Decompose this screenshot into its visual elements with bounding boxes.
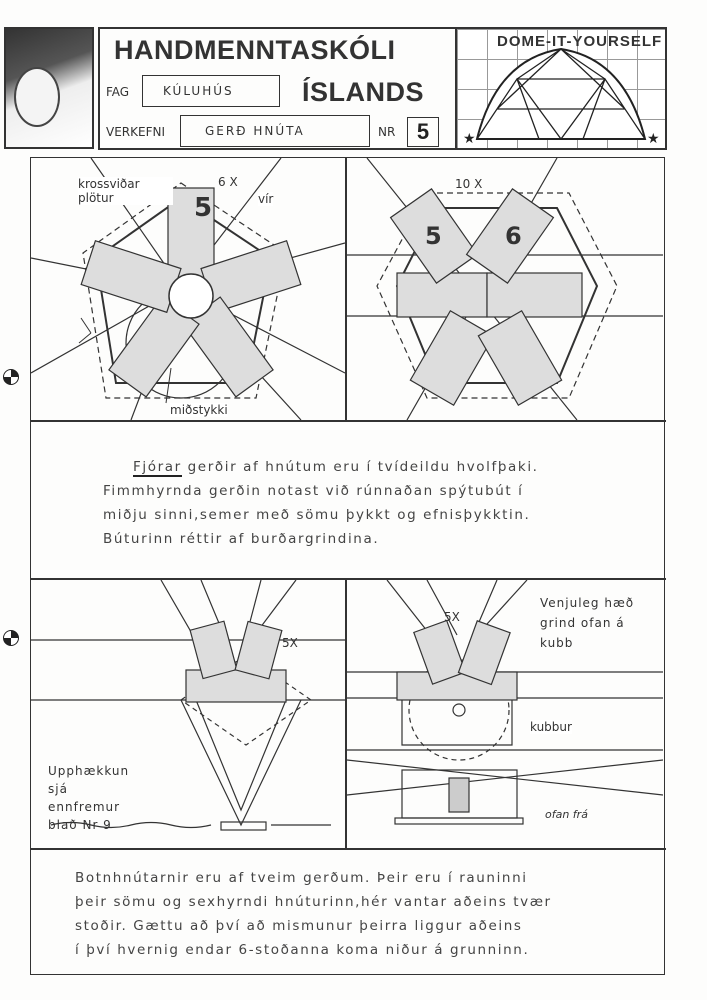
block-note: Venjuleg hæð grind ofan á kubb — [540, 596, 635, 650]
base-hub-block-diagram — [347, 580, 663, 825]
text-line: Búturinn réttir af burðargrindina. — [103, 531, 380, 547]
verkefni-field: GERÐ HNÚTA — [180, 115, 370, 147]
dome-icon: ★★ — [463, 47, 660, 147]
logo-text: DOME-IT-YOURSELF — [497, 33, 663, 50]
count-label: 5X — [282, 636, 298, 650]
divider — [345, 578, 347, 848]
strut-number: 6 — [505, 222, 522, 250]
count-label: 10 X — [455, 177, 483, 191]
verkefni-label: VERKEFNI — [106, 125, 165, 139]
nr-label: NR — [378, 125, 396, 139]
plates-label: krossviðar plötur — [78, 177, 173, 205]
head-drawing — [14, 67, 60, 127]
registration-mark — [3, 630, 19, 646]
underlined-word: Fjórar — [133, 459, 182, 477]
center-piece-label: miðstykki — [170, 403, 228, 417]
text-line: í því hvernig endar 6-stoðanna koma niðu… — [75, 942, 530, 958]
strut-number: 5 — [425, 222, 442, 250]
text-line: þeir sömu og sexhyrndi hnúturinn,hér van… — [75, 894, 552, 910]
svg-text:★: ★ — [463, 131, 476, 147]
divider — [30, 420, 666, 422]
divider — [30, 848, 666, 850]
count-label: 5X — [444, 610, 460, 624]
pentagon-hub-diagram — [31, 158, 345, 420]
dome-it-yourself-logo: ★★ DOME-IT-YOURSELF — [455, 27, 667, 150]
text-line: stoðir. Gættu að því að mismunur þeirra … — [75, 918, 523, 934]
fag-value: KÚLUHÚS — [163, 84, 234, 98]
divider — [30, 578, 666, 580]
paragraph-1: Fjórar gerðir af hnútum eru í tvídeildu … — [103, 455, 539, 551]
block-label: kubbur — [530, 720, 572, 734]
header-box: HANDMENNTASKÓLI FAG KÚLUHÚS ÍSLANDS VERK… — [98, 27, 457, 150]
raised-note: Upphækkun sjá ennfremur blað Nr 9 — [48, 764, 130, 832]
top-view-label: ofan frá — [545, 808, 588, 821]
text-line: Fimmhyrnda gerðin notast við rúnnaðan sp… — [103, 483, 524, 499]
paragraph-2: Botnhnútarnir eru af tveim gerðum. Þeir … — [75, 866, 552, 962]
main-frame — [30, 157, 665, 975]
svg-text:★: ★ — [647, 131, 660, 147]
text-line: miðju sinni,semer með sömu þykkt og efni… — [103, 507, 531, 523]
text-line: gerðir af hnútum eru í tvídeildu hvolfþa… — [181, 459, 539, 475]
school-name-line1: HANDMENNTASKÓLI — [114, 35, 396, 65]
verkefni-value: GERÐ HNÚTA — [205, 124, 305, 138]
wire-label: vír — [258, 192, 274, 206]
hexagon-hub-diagram — [347, 158, 663, 420]
text-line: Botnhnútarnir eru af tveim gerðum. Þeir … — [75, 870, 528, 886]
base-hub-raised-diagram — [31, 580, 345, 831]
nr-value: 5 — [407, 117, 439, 147]
count-label: 6 X — [218, 175, 238, 189]
fag-label: FAG — [106, 85, 130, 99]
divider — [345, 157, 347, 420]
strut-number: 5 — [194, 193, 213, 223]
photo-logo — [4, 27, 94, 149]
school-name-line2: ÍSLANDS — [302, 77, 425, 107]
fag-field: KÚLUHÚS — [142, 75, 280, 107]
registration-mark — [3, 369, 19, 385]
